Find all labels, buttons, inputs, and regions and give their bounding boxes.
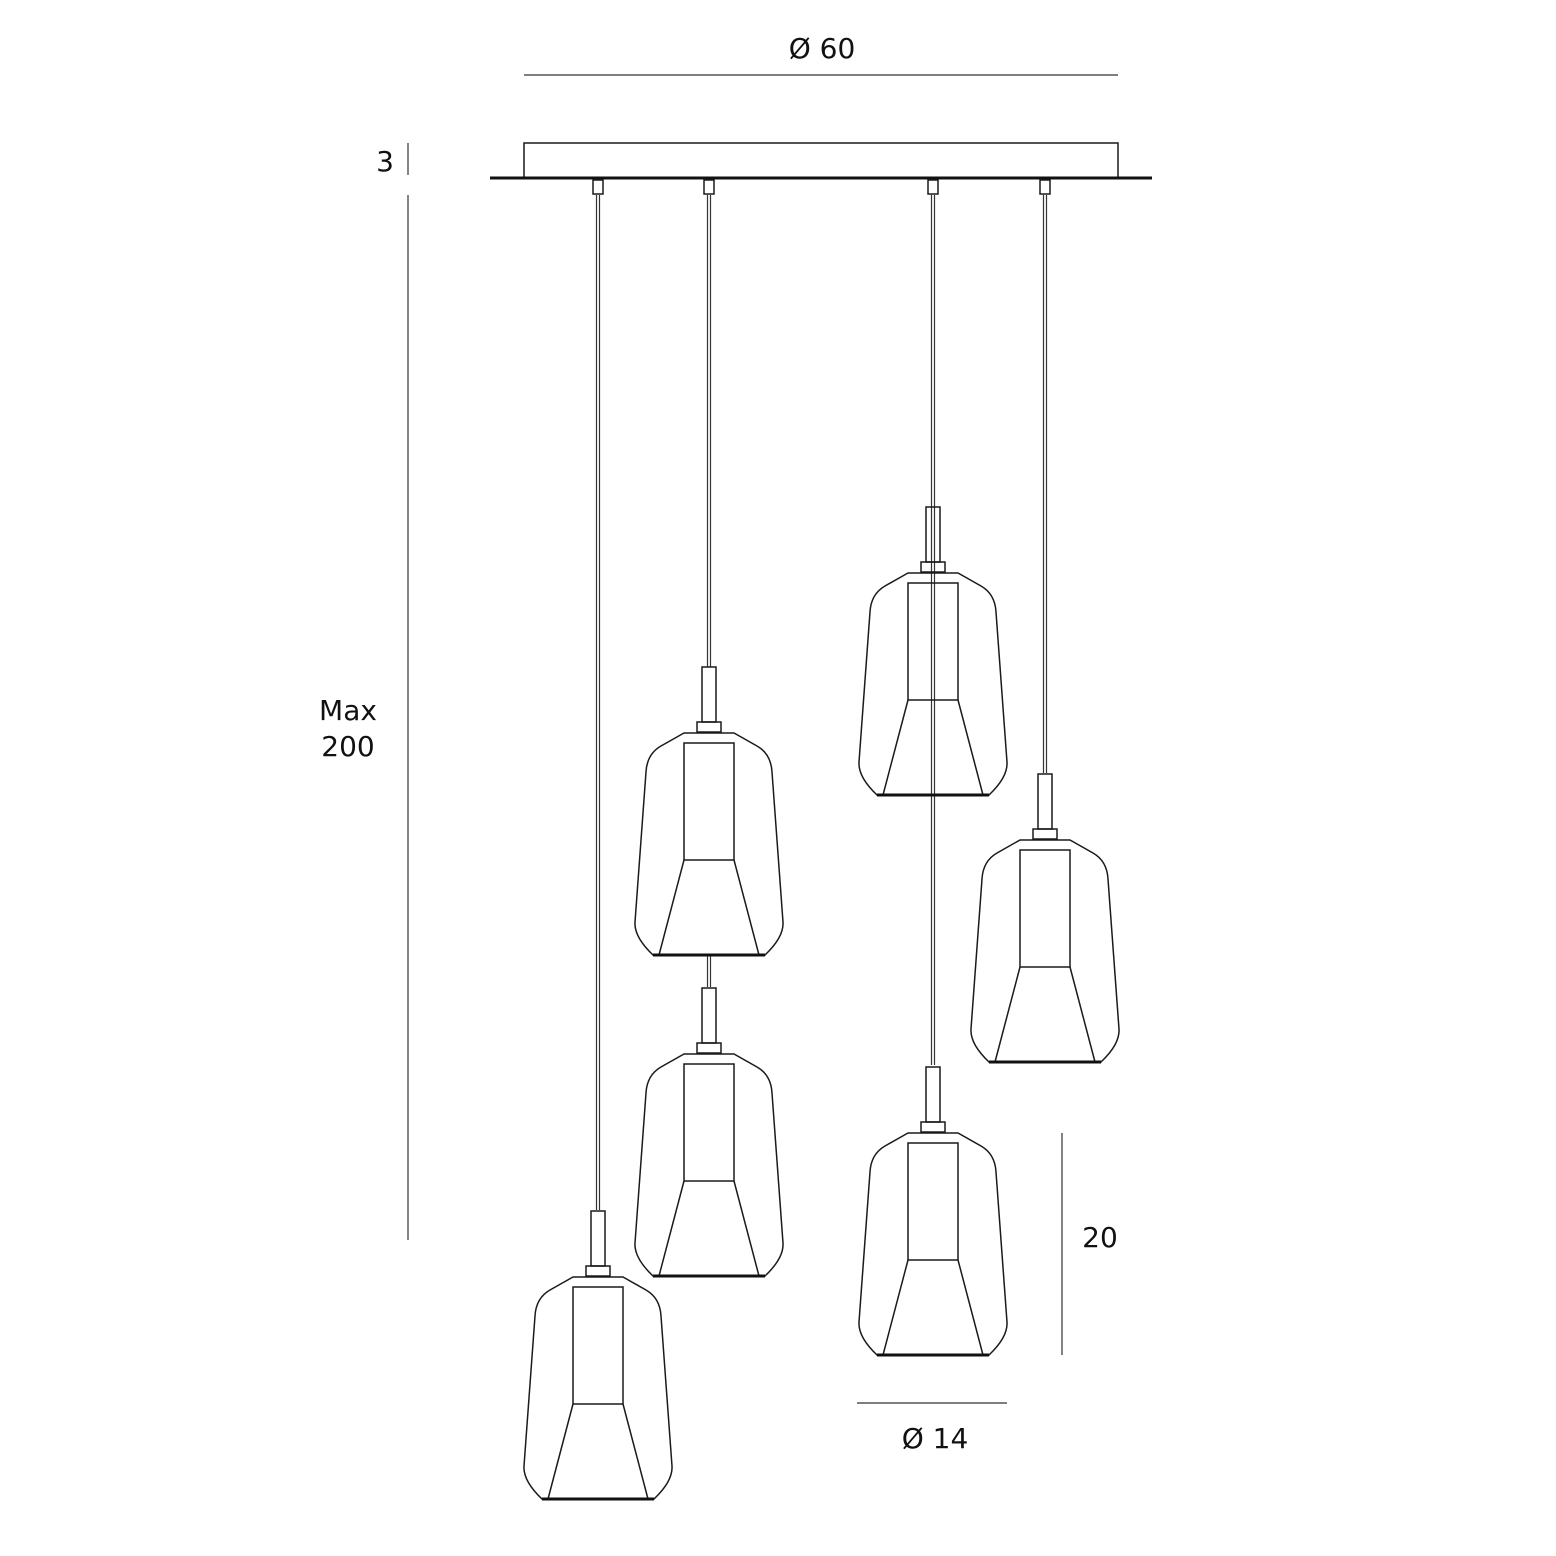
pendant-cap [696, 1042, 722, 1054]
glass-shade [634, 732, 784, 956]
canopy [523, 142, 1119, 179]
inner-diffuser [572, 1286, 624, 1405]
pendants [523, 179, 1120, 1501]
pendant-stem [590, 1210, 606, 1267]
pendant-cap [920, 1121, 946, 1133]
pendant-cap [585, 1265, 611, 1277]
pendant-cap [696, 721, 722, 733]
shade-diameter-label: Ø 14 [902, 1422, 969, 1455]
inner-diffuser [907, 582, 959, 701]
pendant-stem [925, 1066, 941, 1123]
inner-diffuser-taper [994, 966, 1096, 1063]
glass-shade [523, 1276, 673, 1500]
pendant-stem [701, 987, 717, 1044]
pendant-stem [701, 666, 717, 723]
glass-shade [858, 572, 1008, 796]
canopy-diameter-label: Ø 60 [789, 32, 856, 65]
glass-shade [858, 1132, 1008, 1356]
inner-diffuser [683, 1063, 735, 1182]
inner-diffuser-taper [882, 699, 984, 796]
inner-diffuser [683, 742, 735, 861]
inner-diffuser-taper [882, 1259, 984, 1356]
inner-diffuser-taper [658, 1180, 760, 1277]
inner-diffuser-taper [547, 1403, 649, 1500]
pendant-stem [925, 506, 941, 563]
pendant-cap [1032, 828, 1058, 840]
shade-height-label: 20 [1082, 1221, 1118, 1254]
cable-connector [927, 179, 939, 195]
pendant-cap [920, 561, 946, 573]
glass-shade [970, 839, 1120, 1063]
inner-diffuser [907, 1142, 959, 1261]
max-height-value: 200 [321, 730, 374, 763]
canopy-height-label: 3 [376, 145, 394, 178]
cable-connector [1039, 179, 1051, 195]
pendant-stem [1037, 773, 1053, 830]
glass-shade [634, 1053, 784, 1277]
inner-diffuser-taper [658, 859, 760, 956]
max-height-label: Max [319, 694, 377, 727]
inner-diffuser [1019, 849, 1071, 968]
cable-connector [592, 179, 604, 195]
cable-connector [703, 179, 715, 195]
